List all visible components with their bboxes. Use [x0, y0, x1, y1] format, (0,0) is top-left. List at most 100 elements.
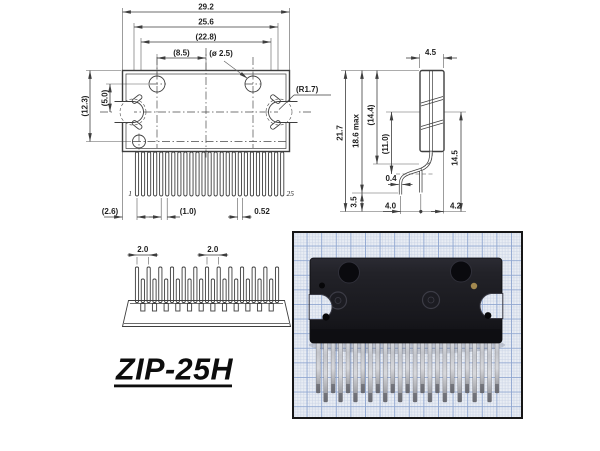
pin-detail-drawing: 2.0 2.0: [121, 245, 292, 327]
index-hole: [132, 134, 146, 149]
dim-overall-width-label: 29.2: [198, 3, 214, 12]
package-name-underline: [114, 384, 232, 388]
back-pin: [193, 266, 198, 303]
back-pin: [228, 266, 233, 303]
front-pin: [231, 151, 236, 197]
front-left-dimensions: (12.3) (5.0): [81, 70, 112, 142]
dim-lead-thickness-label: 0.4: [385, 174, 397, 183]
photo-pin-tip: [338, 393, 343, 402]
front-view-drawing: 29.2 25.6 (22.8) (8.5) (ø 2.5) (12.3) (5…: [81, 3, 331, 220]
mounting-hole-left: [148, 75, 166, 93]
package-type-label: ZIP-25H: [114, 353, 233, 388]
photo-pin-tip: [443, 393, 447, 402]
back-pin: [216, 266, 221, 303]
front-pin: [165, 151, 170, 197]
pin-roots: [140, 303, 274, 312]
dim-tip-length-label: 3.5: [350, 196, 359, 208]
dim-inner-width-label: (22.8): [196, 33, 217, 42]
front-pin: [199, 278, 204, 303]
dim-hole-diameter-label: (ø 2.5): [209, 49, 233, 58]
back-row-pins: [134, 266, 280, 303]
dim-pitch-a-label: 2.0: [137, 245, 149, 254]
pin-root: [198, 303, 204, 312]
dim-total-height-label: 21.7: [336, 125, 345, 141]
photo-pin-tip: [323, 393, 328, 402]
front-pin: [280, 151, 285, 197]
front-pin: [237, 151, 242, 197]
front-pin: [207, 151, 212, 197]
photo-pin-tip: [383, 393, 388, 402]
photo-pin-tip: [457, 393, 462, 402]
back-pin: [263, 266, 268, 303]
front-pin: [153, 151, 158, 197]
pin-root: [186, 303, 193, 312]
dim-body-width-label: 4.5: [425, 48, 437, 57]
photo-ear-details: [319, 282, 492, 321]
photo-mold-marks: [328, 290, 441, 310]
photo-pin-tip: [465, 384, 469, 393]
front-pin: [255, 151, 261, 197]
front-pin: [262, 151, 267, 197]
front-pin: [225, 151, 230, 197]
pin-root: [233, 303, 239, 312]
front-pin: [175, 278, 180, 303]
dim-max-height-label: 18.6 max: [352, 114, 361, 148]
front-pin: [152, 278, 157, 303]
photo-pin-tip: [361, 384, 365, 393]
mounting-hole-right: [244, 75, 262, 93]
front-pin: [210, 278, 215, 303]
dim-pitch-b-label: 2.0: [207, 245, 219, 254]
pitch-dimensions: 2.0 2.0: [127, 245, 229, 265]
front-pin: [140, 151, 146, 197]
front-pin: [234, 278, 239, 303]
photo-notch-right: [479, 293, 504, 319]
side-dimensions: 4.5 21.7 18.6 max 3.5 (14.4) (11.0) 14.5…: [336, 48, 463, 214]
front-pin: [183, 151, 188, 197]
dim-notch-radius-label: (R1.7): [296, 85, 319, 94]
back-pin: [274, 266, 280, 303]
front-view-pins: [134, 151, 285, 197]
front-pin: [140, 278, 145, 303]
front-pin: [189, 151, 194, 197]
front-pin: [245, 278, 250, 303]
front-pin: [177, 151, 182, 197]
package-edge-profile: [121, 300, 292, 327]
photo-pin-tip: [413, 393, 417, 402]
pin-root: [175, 303, 181, 312]
photo-pin-tip: [495, 384, 499, 393]
front-pin: [274, 151, 279, 197]
front-pin: [187, 278, 192, 303]
photo-notch-left: [308, 294, 333, 320]
dim-hole-offset-label: (5.0): [101, 89, 110, 106]
back-pin: [146, 266, 151, 303]
front-pin: [171, 151, 176, 197]
photo-pin-tip: [331, 384, 335, 393]
pin-25-label: 25: [287, 189, 295, 198]
chip-photo: [292, 231, 523, 419]
notch-radius-callout: (R1.7): [278, 85, 331, 110]
dim-row-offset-a-label: 4.0: [385, 202, 397, 211]
front-pin: [268, 151, 273, 197]
front-pin: [243, 151, 248, 197]
photo-chip-bottom-edge: [311, 329, 501, 342]
front-pin: [164, 278, 169, 303]
dim-edge-to-pin-label: (2.6): [102, 207, 119, 216]
front-pin: [195, 151, 200, 197]
photo-pin-tip: [398, 393, 402, 402]
front-top-dimensions: 29.2 25.6 (22.8) (8.5) (ø 2.5): [122, 3, 290, 79]
pin-root: [268, 303, 274, 312]
dim-row-offset-b-label: 4.2: [450, 202, 462, 211]
side-view-drawing: 4.5 21.7 18.6 max 3.5 (14.4) (11.0) 14.5…: [336, 48, 466, 214]
notch-ear-tabs: [131, 94, 281, 130]
photo-pin-tip: [316, 384, 320, 393]
photo-chip-pins: [316, 330, 500, 403]
pin-root: [245, 303, 251, 312]
photo-pin-tip: [405, 384, 410, 393]
back-pin: [251, 266, 256, 303]
photo-hole-left: [338, 261, 360, 284]
back-pin: [134, 266, 140, 303]
front-pin: [222, 278, 227, 303]
pin-root: [140, 303, 146, 312]
